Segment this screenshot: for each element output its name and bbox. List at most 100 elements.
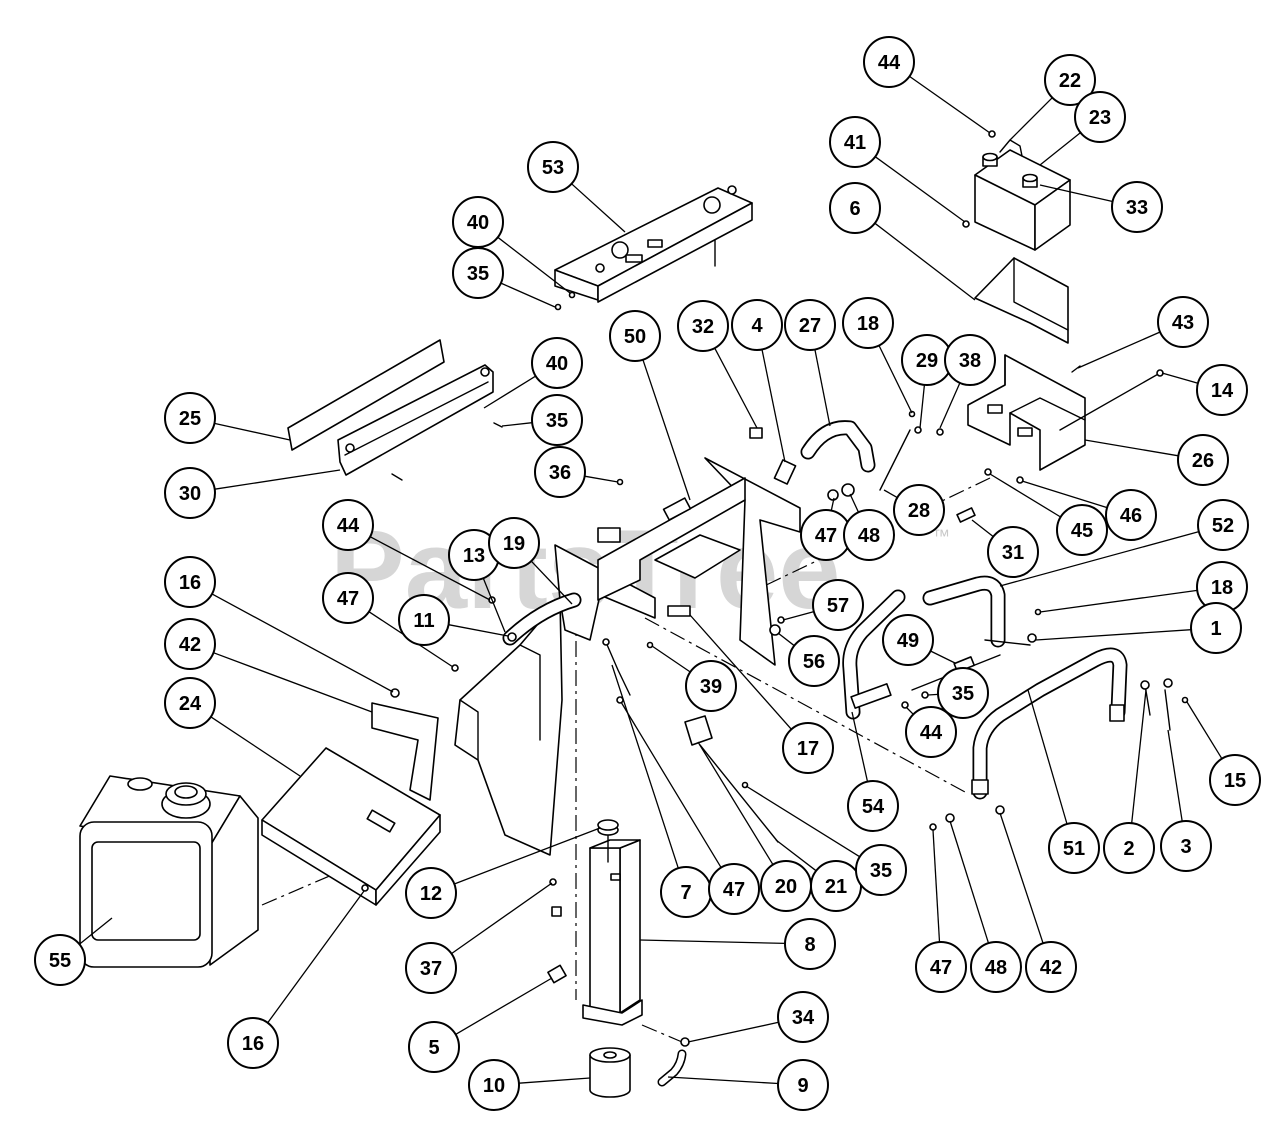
callout-54-49: 54 xyxy=(847,711,899,832)
leader-line xyxy=(518,1077,591,1084)
callout-circle xyxy=(534,446,586,498)
leader-line xyxy=(1035,629,1192,641)
callout-23-2: 23 xyxy=(1039,91,1126,166)
leader-line xyxy=(714,347,758,429)
callout-number: 48 xyxy=(985,957,1007,979)
callout-number: 19 xyxy=(503,533,525,555)
leader-line xyxy=(999,812,1044,944)
leader-line xyxy=(639,939,786,945)
callout-number: 8 xyxy=(804,934,815,956)
callout-11-37: 11 xyxy=(398,594,509,646)
leader-line xyxy=(939,382,961,429)
leader-line xyxy=(697,741,774,866)
callout-number: 47 xyxy=(930,957,952,979)
callout-circle xyxy=(788,635,840,687)
callout-circle xyxy=(1197,499,1249,551)
callout-number: 5 xyxy=(428,1037,439,1059)
callout-9-69: 9 xyxy=(667,1059,829,1111)
callout-number: 9 xyxy=(797,1075,808,1097)
callout-circle xyxy=(227,1017,279,1069)
main-frame xyxy=(554,427,801,666)
callout-circle xyxy=(882,614,934,666)
callout-circle xyxy=(970,941,1022,993)
callout-6-5: 6 xyxy=(829,182,976,301)
leader-line xyxy=(651,645,691,673)
mounting-bracket xyxy=(371,592,582,856)
assembly-line xyxy=(644,617,966,793)
leader-line xyxy=(214,422,291,441)
callout-circle xyxy=(731,299,783,351)
callout-circle xyxy=(609,310,661,362)
callout-number: 13 xyxy=(463,545,485,567)
leader-line xyxy=(620,701,722,868)
callout-5-66: 5 xyxy=(408,977,553,1073)
callout-circle xyxy=(452,247,504,299)
callout-circle xyxy=(708,863,760,915)
callout-circle xyxy=(164,467,216,519)
callout-number: 47 xyxy=(815,525,837,547)
callout-circle xyxy=(531,337,583,389)
leader-line xyxy=(455,977,553,1035)
callout-2-51: 2 xyxy=(1103,689,1155,874)
callout-number: 40 xyxy=(467,212,489,234)
leader-line xyxy=(689,614,792,730)
callout-17-47: 17 xyxy=(689,614,834,774)
leader-line xyxy=(501,422,533,427)
callout-circle xyxy=(1196,364,1248,416)
callout-number: 1 xyxy=(1210,618,1221,640)
callout-circle xyxy=(405,867,457,919)
callout-number: 35 xyxy=(546,410,568,432)
callout-number: 7 xyxy=(680,882,691,904)
callout-30-23: 30 xyxy=(164,467,341,519)
callout-18-13: 18 xyxy=(842,297,913,414)
callout-number: 29 xyxy=(916,350,938,372)
callout-number: 47 xyxy=(337,588,359,610)
callout-circle xyxy=(468,1059,520,1111)
assembly-line xyxy=(641,1024,683,1043)
callout-circle xyxy=(531,394,583,446)
callout-circle xyxy=(893,484,945,536)
leader-line xyxy=(584,475,619,483)
callout-45-27: 45 xyxy=(989,473,1108,556)
callout-circle xyxy=(944,334,996,386)
callout-number: 32 xyxy=(692,316,714,338)
leader-line xyxy=(1077,331,1161,369)
callout-number: 33 xyxy=(1126,197,1148,219)
callout-18-34: 18 xyxy=(1039,561,1248,613)
callout-circle xyxy=(34,934,86,986)
callout-circle xyxy=(405,942,457,994)
callout-41-3: 41 xyxy=(829,116,966,223)
callout-14-17: 14 xyxy=(1161,364,1248,416)
callout-number: 18 xyxy=(1211,577,1233,599)
leader-line xyxy=(782,610,815,621)
callout-35-8: 35 xyxy=(452,247,556,308)
leader-line xyxy=(571,183,626,233)
leader-line xyxy=(927,693,939,696)
callout-number: 39 xyxy=(700,676,722,698)
callout-20-56: 20 xyxy=(697,741,812,912)
callout-number: 3 xyxy=(1180,836,1191,858)
steering-column xyxy=(547,819,643,1026)
callout-15-48: 15 xyxy=(1186,701,1261,806)
callout-circle xyxy=(905,706,957,758)
callout-33-4: 33 xyxy=(1039,181,1163,233)
callout-circle xyxy=(527,141,579,193)
callout-49-42: 49 xyxy=(882,614,956,666)
leader-line xyxy=(909,75,991,134)
battery-tray xyxy=(974,257,1069,344)
callout-3-52: 3 xyxy=(1160,729,1212,872)
callout-circle xyxy=(1177,434,1229,486)
callout-number: 42 xyxy=(179,634,201,656)
leader-line xyxy=(932,829,941,943)
callout-circle xyxy=(843,509,895,561)
callout-55-64: 55 xyxy=(34,917,113,986)
callout-number: 17 xyxy=(797,738,819,760)
callout-24-45: 24 xyxy=(164,677,301,777)
callout-circle xyxy=(677,300,729,352)
callout-number: 31 xyxy=(1002,542,1024,564)
callout-48-25: 48 xyxy=(843,493,895,561)
fuel-tank xyxy=(79,775,259,968)
callout-number: 11 xyxy=(413,610,434,632)
callout-number: 56 xyxy=(803,651,825,673)
